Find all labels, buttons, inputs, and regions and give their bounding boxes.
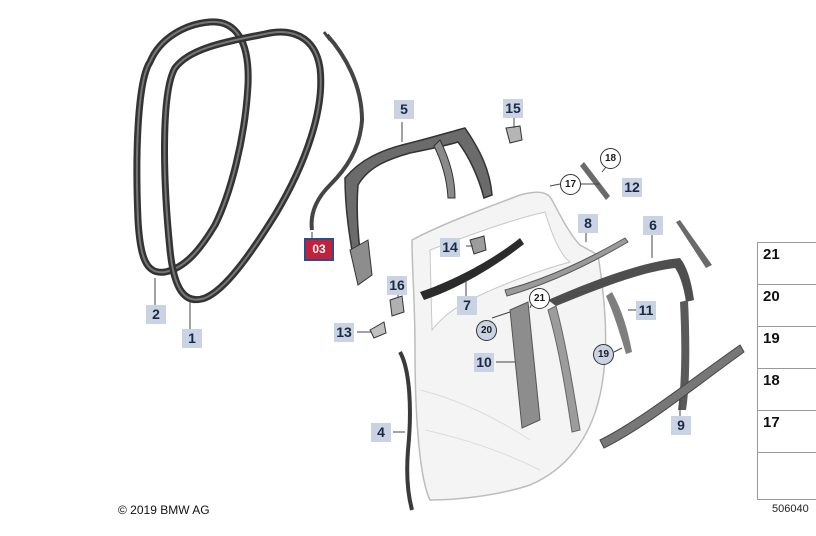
kit-number: 17 — [763, 414, 780, 431]
image-number: 506040 — [772, 503, 809, 515]
window-strip — [504, 237, 629, 297]
kit-item-19[interactable]: 19 — [757, 326, 816, 369]
callout-12[interactable]: 12 — [622, 178, 642, 197]
callout-5[interactable]: 5 — [394, 100, 414, 119]
kit-number: 20 — [763, 288, 780, 305]
callout-14[interactable]: 14 — [440, 238, 460, 257]
kit-number: 18 — [763, 372, 780, 389]
clip-part — [469, 235, 487, 255]
copyright-text: © 2019 BMW AG — [118, 503, 210, 517]
ref-21[interactable]: 21 — [529, 288, 550, 309]
callout-03-highlighted[interactable]: 03 — [304, 238, 334, 261]
kit-item-17[interactable]: 17 — [757, 410, 816, 453]
pillar-seal — [309, 33, 365, 231]
callout-15[interactable]: 15 — [503, 99, 523, 118]
window-channel — [548, 258, 694, 306]
callout-9[interactable]: 9 — [671, 416, 691, 435]
kit-item-21[interactable]: 21 — [757, 242, 816, 285]
kit-item-reference[interactable] — [757, 452, 816, 500]
ref-19[interactable]: 19 — [593, 344, 614, 365]
door-seal-outer — [133, 18, 252, 276]
callout-4[interactable]: 4 — [371, 423, 391, 442]
callout-16[interactable]: 16 — [387, 276, 407, 295]
callout-10[interactable]: 10 — [474, 353, 494, 372]
callout-13[interactable]: 13 — [334, 323, 354, 342]
kit-item-20[interactable]: 20 — [757, 284, 816, 327]
callout-6[interactable]: 6 — [643, 216, 663, 235]
callout-7[interactable]: 7 — [457, 296, 477, 315]
vertical-seal — [398, 351, 414, 511]
callout-1[interactable]: 1 — [182, 329, 202, 348]
pillar-trim — [509, 301, 541, 429]
kit-item-18[interactable]: 18 — [757, 368, 816, 411]
ref-18[interactable]: 18 — [600, 148, 621, 169]
callout-2[interactable]: 2 — [146, 305, 166, 324]
callout-8[interactable]: 8 — [578, 214, 598, 233]
belt-molding — [420, 238, 524, 300]
lower-seal — [599, 344, 745, 449]
ref-17[interactable]: 17 — [560, 174, 581, 195]
ref-20[interactable]: 20 — [476, 320, 497, 341]
kit-number: 21 — [763, 246, 780, 263]
kit-number: 19 — [763, 330, 780, 347]
callout-11[interactable]: 11 — [636, 301, 656, 320]
